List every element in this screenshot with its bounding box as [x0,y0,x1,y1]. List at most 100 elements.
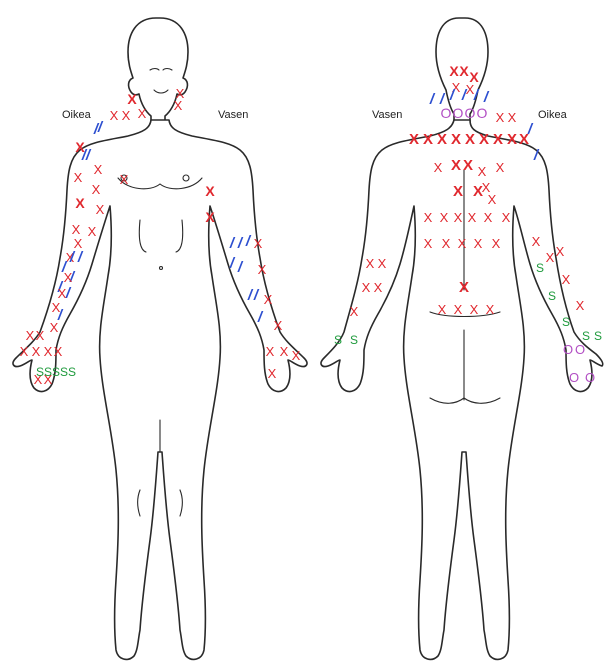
pain-x-mark: X [350,304,359,319]
pain-x-mark: X [274,318,283,333]
back-body [321,120,603,659]
pain-x-mark: X [94,162,103,177]
pain-x-mark: X [451,131,461,148]
pain-x-mark: X [75,195,85,211]
pain-x-mark: X [465,131,475,148]
pain-x-mark: X [366,256,375,271]
pain-x-mark: X [473,183,483,200]
front-body [13,120,307,659]
s-mark: S [594,329,602,343]
pain-x-mark: X [502,210,511,225]
pain-x-mark: X [496,110,505,125]
pain-x-mark: X [50,320,59,335]
pain-x-mark: X [508,110,517,125]
pain-x-mark: X [362,280,371,295]
pain-x-mark: X [496,160,505,175]
s-mark: S [52,365,60,379]
pain-x-mark: X [52,300,61,315]
pain-x-mark: X [96,202,105,217]
o-mark: O [585,370,595,385]
s-mark: S [44,365,52,379]
slash-mark: / [483,89,490,106]
pain-x-mark: X [438,302,447,317]
pain-x-mark: X [174,98,183,113]
pain-x-mark: X [434,160,443,175]
pain-x-mark: X [532,234,541,249]
pain-x-mark: X [127,91,137,107]
s-mark: S [562,315,570,329]
pain-x-mark: X [424,210,433,225]
pain-x-mark: X [258,262,267,277]
s-mark: S [582,329,590,343]
pain-x-mark: X [459,279,469,296]
pain-x-mark: X [280,344,289,359]
pain-x-mark: X [32,344,41,359]
pain-x-mark: X [292,348,301,363]
pain-x-mark: X [88,224,97,239]
pain-x-mark: X [459,63,469,79]
o-mark: O [563,342,573,357]
pain-x-mark: X [205,209,215,225]
pain-x-mark: X [546,250,555,265]
o-mark: O [477,105,488,121]
pain-x-mark: X [453,183,463,200]
s-mark: S [60,365,68,379]
pain-x-mark: X [486,302,495,317]
pain-x-mark: X [442,236,451,251]
pain-x-mark: X [474,236,483,251]
pain-x-mark: X [254,236,263,251]
front-body-figure [13,18,307,659]
front-left-side-label: Vasen [218,109,248,121]
pain-x-mark: X [266,344,275,359]
o-mark: O [465,105,476,121]
pain-x-mark: X [488,192,497,207]
pain-x-mark: X [122,108,131,123]
back-right-side-label: Oikea [538,109,568,121]
pain-x-mark: X [205,183,215,199]
front-right-side-label: Oikea [62,109,92,121]
pain-x-mark: X [468,210,477,225]
pain-x-mark: X [470,302,479,317]
s-mark: S [68,365,76,379]
s-mark: S [334,333,342,347]
s-mark: S [36,365,44,379]
pain-x-mark: X [478,164,487,179]
pain-x-mark: X [463,157,473,174]
pain-x-mark: X [268,366,277,381]
pain-x-mark: X [92,182,101,197]
pain-x-mark: X [120,172,129,187]
pain-x-mark: X [507,131,517,148]
o-mark: O [575,342,585,357]
pain-x-mark: X [493,131,503,148]
o-mark: O [453,105,464,121]
pain-x-mark: X [556,244,565,259]
pain-x-mark: X [138,106,147,121]
pain-x-mark: X [378,256,387,271]
pain-x-mark: X [374,280,383,295]
pain-x-mark: X [44,344,53,359]
pain-x-mark: X [54,344,63,359]
slash-mark: / [429,91,436,108]
pain-x-mark: X [451,157,461,174]
pain-x-mark: X [562,272,571,287]
pain-x-mark: X [424,236,433,251]
pain-x-mark: X [74,170,83,185]
s-mark: S [536,261,544,275]
pain-x-mark: X [36,328,45,343]
pain-x-mark: X [484,210,493,225]
pain-x-mark: X [110,108,119,123]
pain-x-mark: X [576,298,585,313]
pain-x-mark: X [75,139,85,155]
pain-x-mark: X [519,131,529,148]
s-mark: S [350,333,358,347]
pain-x-mark: X [437,131,447,148]
pain-x-mark: X [409,131,419,148]
pain-x-mark: X [454,302,463,317]
pain-x-mark: X [479,131,489,148]
pain-x-mark: X [423,131,433,148]
pain-x-mark: X [264,292,273,307]
pain-x-mark: X [440,210,449,225]
pain-x-mark: X [72,222,81,237]
back-left-side-label: Vasen [372,109,402,121]
